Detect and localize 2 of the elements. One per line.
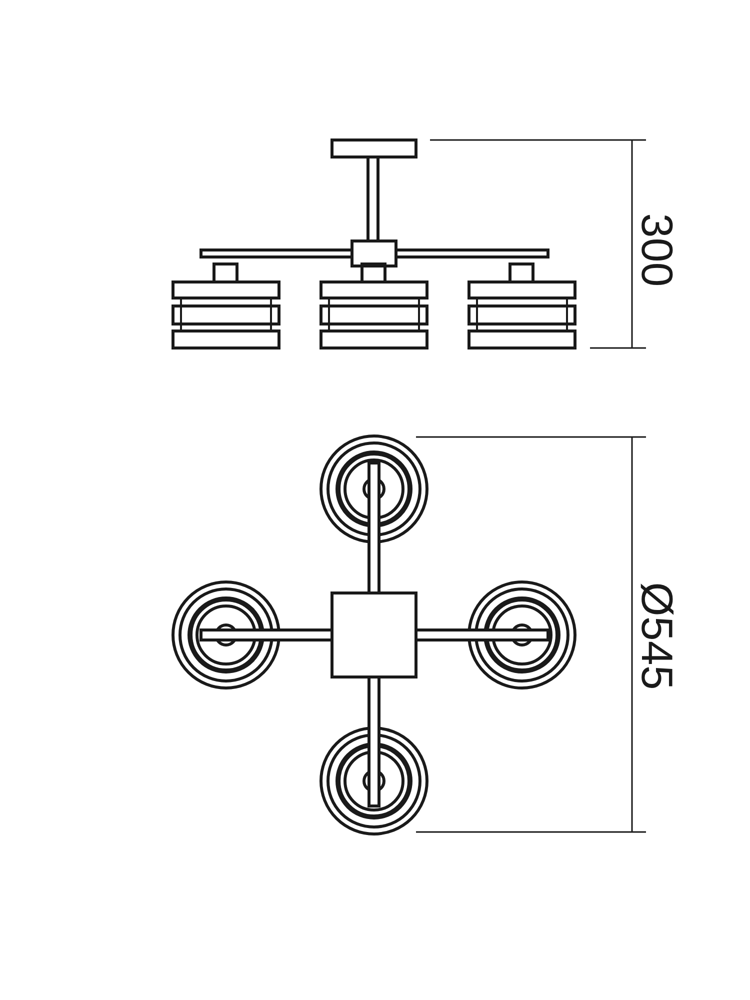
dimension-label: Ø545 [634,582,678,690]
dimension-label: 300 [634,213,678,287]
